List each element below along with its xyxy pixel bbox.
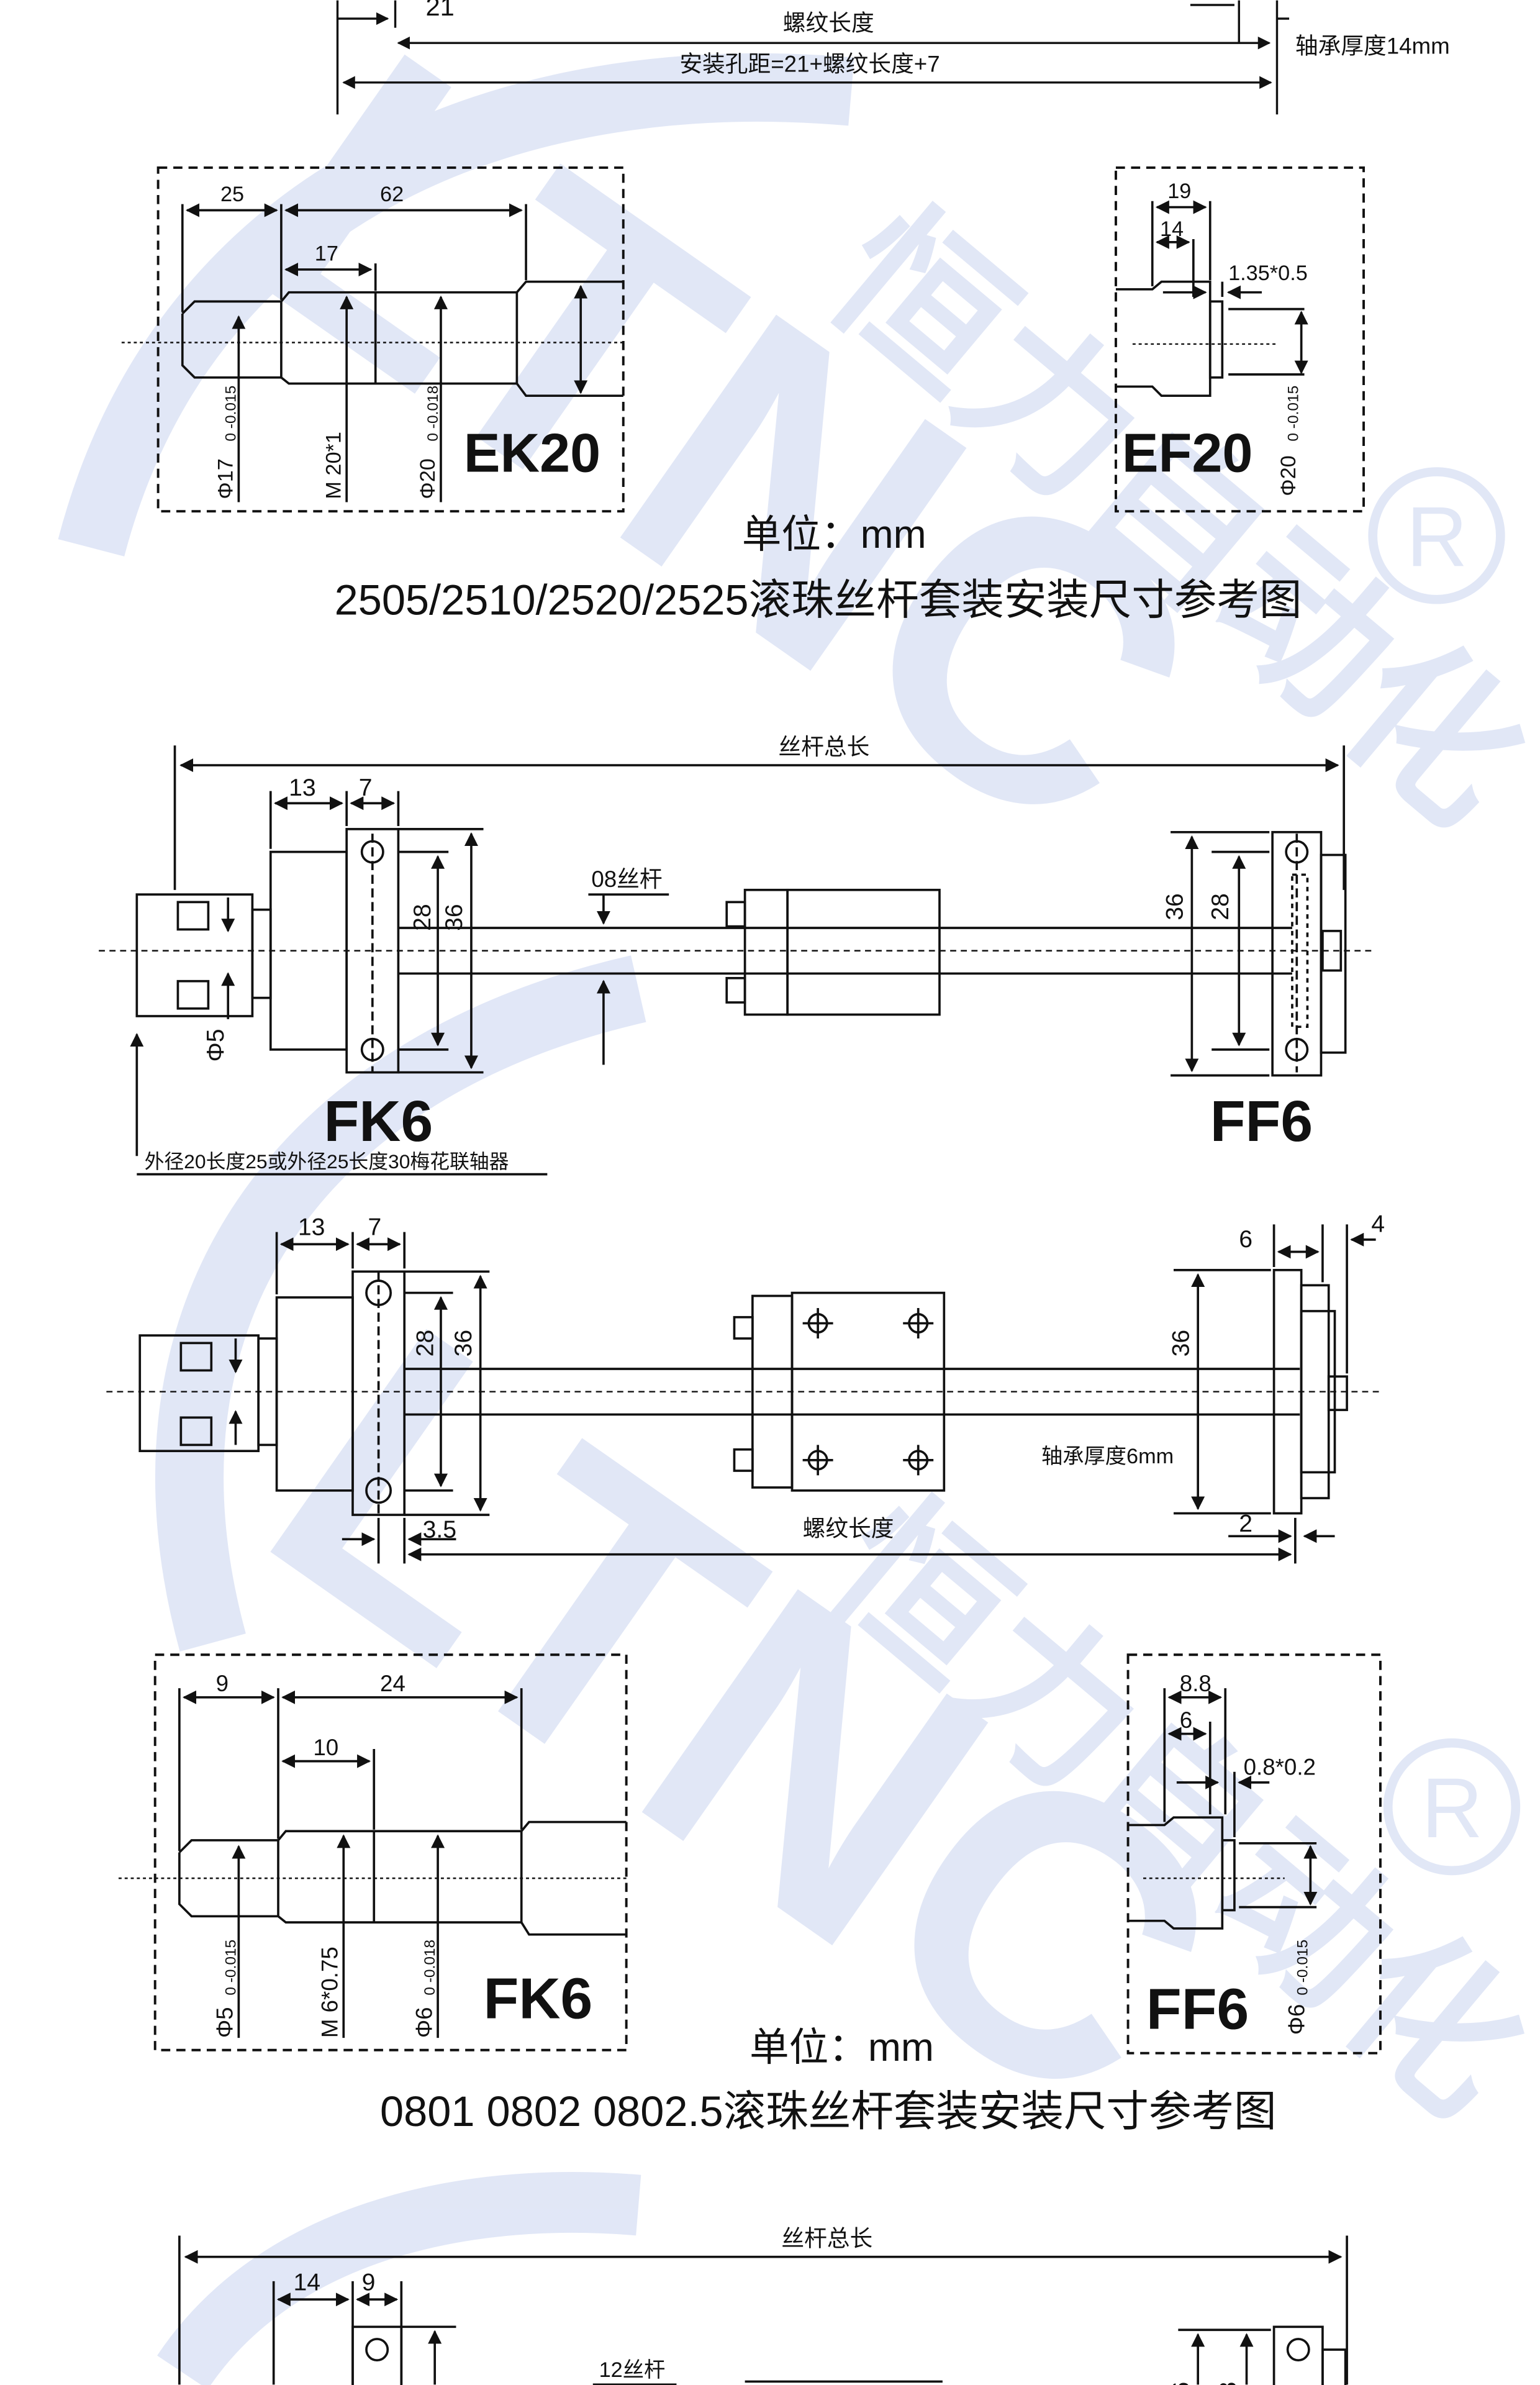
ef20-diameter-tol: 0 -0.015: [1285, 386, 1302, 442]
registered-mark-letter-2: R: [1421, 1761, 1483, 1856]
ek20-dim-17: 17: [315, 242, 338, 265]
dim-2: 2: [1239, 1510, 1252, 1537]
ff6-detail: 8.8 6 0.8*0.2 Φ6 0 -0.015 FF6: [1126, 1653, 1382, 2055]
view2-dim-36: 36: [450, 1330, 477, 1357]
screw-08-label: 08丝杆: [591, 866, 662, 892]
registered-mark-icon: [1368, 467, 1505, 604]
fk6-detail-dim-9: 9: [216, 1671, 229, 1696]
view2-dim-4: 4: [1371, 1211, 1385, 1238]
section2-view1: [99, 745, 1376, 1176]
watermark-swoosh-mid: [155, 955, 646, 1652]
ek20-dim-62: 62: [380, 183, 404, 206]
fk6-detail-dim-10: 10: [313, 1735, 338, 1760]
fk6-detail-label: FK6: [484, 1966, 593, 2030]
view2-dim-6: 6: [1239, 1226, 1252, 1253]
watermark-swoosh-bottom: [157, 2172, 641, 2385]
ek20-diameter-2: Φ20: [416, 458, 440, 499]
fk6-dim-28: 28: [409, 904, 436, 931]
ff6-dim-28: 28: [1207, 893, 1234, 920]
fk6-detail-dim-24: 24: [380, 1671, 405, 1696]
coupling-note: 外径20长度25或外径25长度30梅花联轴器: [145, 1150, 509, 1173]
watermark-layer: LTNC 恒力自动化 LTNC 恒力自动化 R R: [58, 0, 1540, 2385]
view2-dim-36-right: 36: [1167, 1330, 1194, 1357]
section2-unit: 单位：mm: [750, 2025, 934, 2069]
registered-mark-letter: R: [1406, 489, 1468, 584]
fk6-assembly-label: FK6: [324, 1089, 433, 1153]
section3-dim-9: 9: [362, 2269, 376, 2296]
section3-total-length-label: 丝杆总长: [781, 2226, 872, 2251]
view2-dim-28: 28: [412, 1330, 439, 1357]
section2-caption: 0801 0802 0802.5滚珠丝杆套装安装尺寸参考图: [380, 2087, 1277, 2135]
ef20-dim-19: 19: [1167, 179, 1191, 203]
mounting-hole-distance-label: 安装孔距=21+螺纹长度+7: [679, 52, 940, 77]
ek20-detail: 25 62 17 Φ17 0 -0.015 M 20*1 Φ20 0 -0.01…: [121, 166, 625, 513]
fk6-diameter-2-tol: 0 -0.018: [422, 1940, 438, 1996]
ef20-detail: 19 14 1.35*0.5 Φ20 0 -0.015 EF20: [1115, 166, 1365, 513]
bearing-thickness-6-label: 轴承厚度6mm: [1041, 1445, 1174, 1468]
section1-labels: 21 螺纹长度 轴承厚度14mm 安装孔距=21+螺纹长度+7: [425, 0, 1449, 77]
ff6-detail-label: FF6: [1146, 1976, 1249, 2041]
ek20-dim-25: 25: [220, 183, 244, 206]
ef20-label: EF20: [1122, 422, 1253, 484]
ef20-diameter: Φ20: [1277, 455, 1300, 496]
ek20-diameter-1: Φ17: [214, 458, 238, 499]
fk6-dim-13: 13: [289, 775, 316, 801]
ff6-groove: 0.8*0.2: [1244, 1755, 1316, 1780]
fk6-diameter-1-tol: 0 -0.015: [222, 1940, 239, 1996]
phi5-label: Φ5: [202, 1029, 229, 1061]
fk6-dim-36: 36: [441, 904, 468, 931]
ek20-diameter-1-tol: 0 -0.015: [222, 386, 239, 442]
fk6-diameter-1: Φ5: [212, 2007, 238, 2038]
ff6-dim-36: 36: [1162, 893, 1189, 920]
fk6-thread: M 6*0.75: [317, 1947, 342, 2038]
section3-dim-14: 14: [293, 2269, 320, 2296]
section3-right-dim-6: 6: [1167, 2382, 1194, 2385]
screw-12-label: 12丝杆: [599, 2358, 666, 2382]
ff6-detail-dim-6: 6: [1180, 1707, 1192, 1733]
section1-caption: 2505/2510/2520/2525滚珠丝杆套装安装尺寸参考图: [335, 576, 1302, 624]
watermark-swoosh-top: [58, 53, 854, 556]
ek20-thread: M 20*1: [322, 432, 345, 499]
ef20-dim-14: 14: [1160, 217, 1184, 241]
view2-dim-7: 7: [368, 1214, 381, 1241]
section1-assembly-dims: [336, 0, 1290, 115]
registered-mark-icon-2: [1383, 1738, 1521, 1876]
fk6-dim-7: 7: [359, 775, 373, 801]
section3-labels: 丝杆总长 14 9 12丝杆 6 8: [293, 2226, 1241, 2385]
section3-right-dim-8: 8: [1215, 2382, 1241, 2385]
fk6-diameter-2: Φ6: [411, 2007, 437, 2038]
ff6-detail-dim-8-8: 8.8: [1180, 1671, 1212, 1696]
ff6-assembly-label: FF6: [1210, 1089, 1313, 1153]
section1-unit: 单位：mm: [742, 512, 926, 556]
view2-dim-13: 13: [298, 1214, 325, 1241]
fk6-detail: 9 24 10 Φ5 0 -0.015 M 6*0.75 Φ6 0 -0.018…: [118, 1653, 628, 2051]
thread-length-label-2: 螺纹长度: [803, 1515, 894, 1541]
section2-view1-labels: 丝杆总长 13 7 28 36 08丝杆 Φ5 36 28 外径20长度25或外…: [145, 734, 1234, 1173]
bearing-thickness-label: 轴承厚度14mm: [1295, 33, 1450, 58]
section3-assembly: [178, 2235, 1348, 2385]
dim-21: 21: [425, 0, 454, 21]
ff6-diameter: Φ6: [1284, 2004, 1310, 2035]
ef20-groove: 1.35*0.5: [1228, 261, 1308, 285]
section2-view2: [106, 1224, 1384, 1564]
dim-3-5: 3.5: [423, 1517, 456, 1543]
thread-length-label: 螺纹长度: [783, 11, 874, 36]
section2-view2-labels: 13 7 28 36 6 4 36 轴承厚度6mm 3.5 螺纹长度 2: [298, 1211, 1385, 1543]
ek20-label: EK20: [464, 422, 600, 484]
ff6-diameter-tol: 0 -0.015: [1294, 1940, 1311, 1996]
total-length-label: 丝杆总长: [778, 734, 869, 760]
ek20-diameter-2-tol: 0 -0.018: [425, 386, 442, 442]
